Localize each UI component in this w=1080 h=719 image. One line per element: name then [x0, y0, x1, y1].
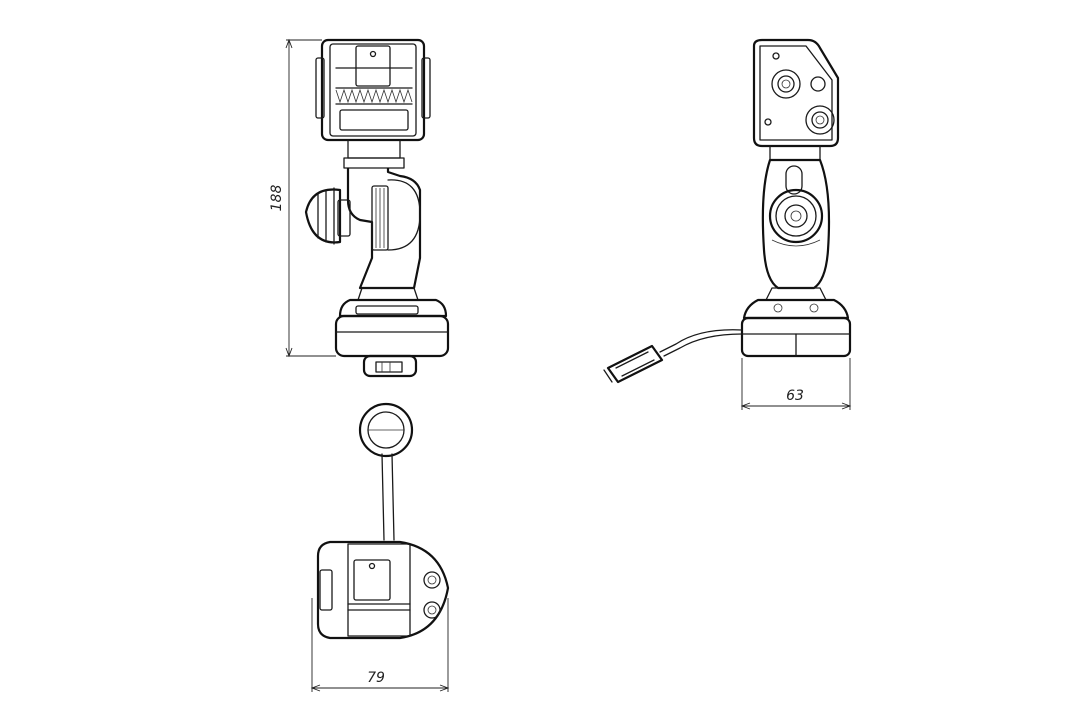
width-dimension: 79	[310, 598, 450, 692]
depth-label: 63	[786, 388, 804, 404]
front-view	[304, 38, 450, 378]
top-view	[316, 402, 450, 640]
width-label: 79	[367, 670, 385, 686]
depth-dimension: 63	[740, 358, 852, 410]
height-label: 188	[269, 185, 285, 212]
side-view	[603, 38, 852, 384]
height-dimension: 188	[269, 38, 336, 358]
